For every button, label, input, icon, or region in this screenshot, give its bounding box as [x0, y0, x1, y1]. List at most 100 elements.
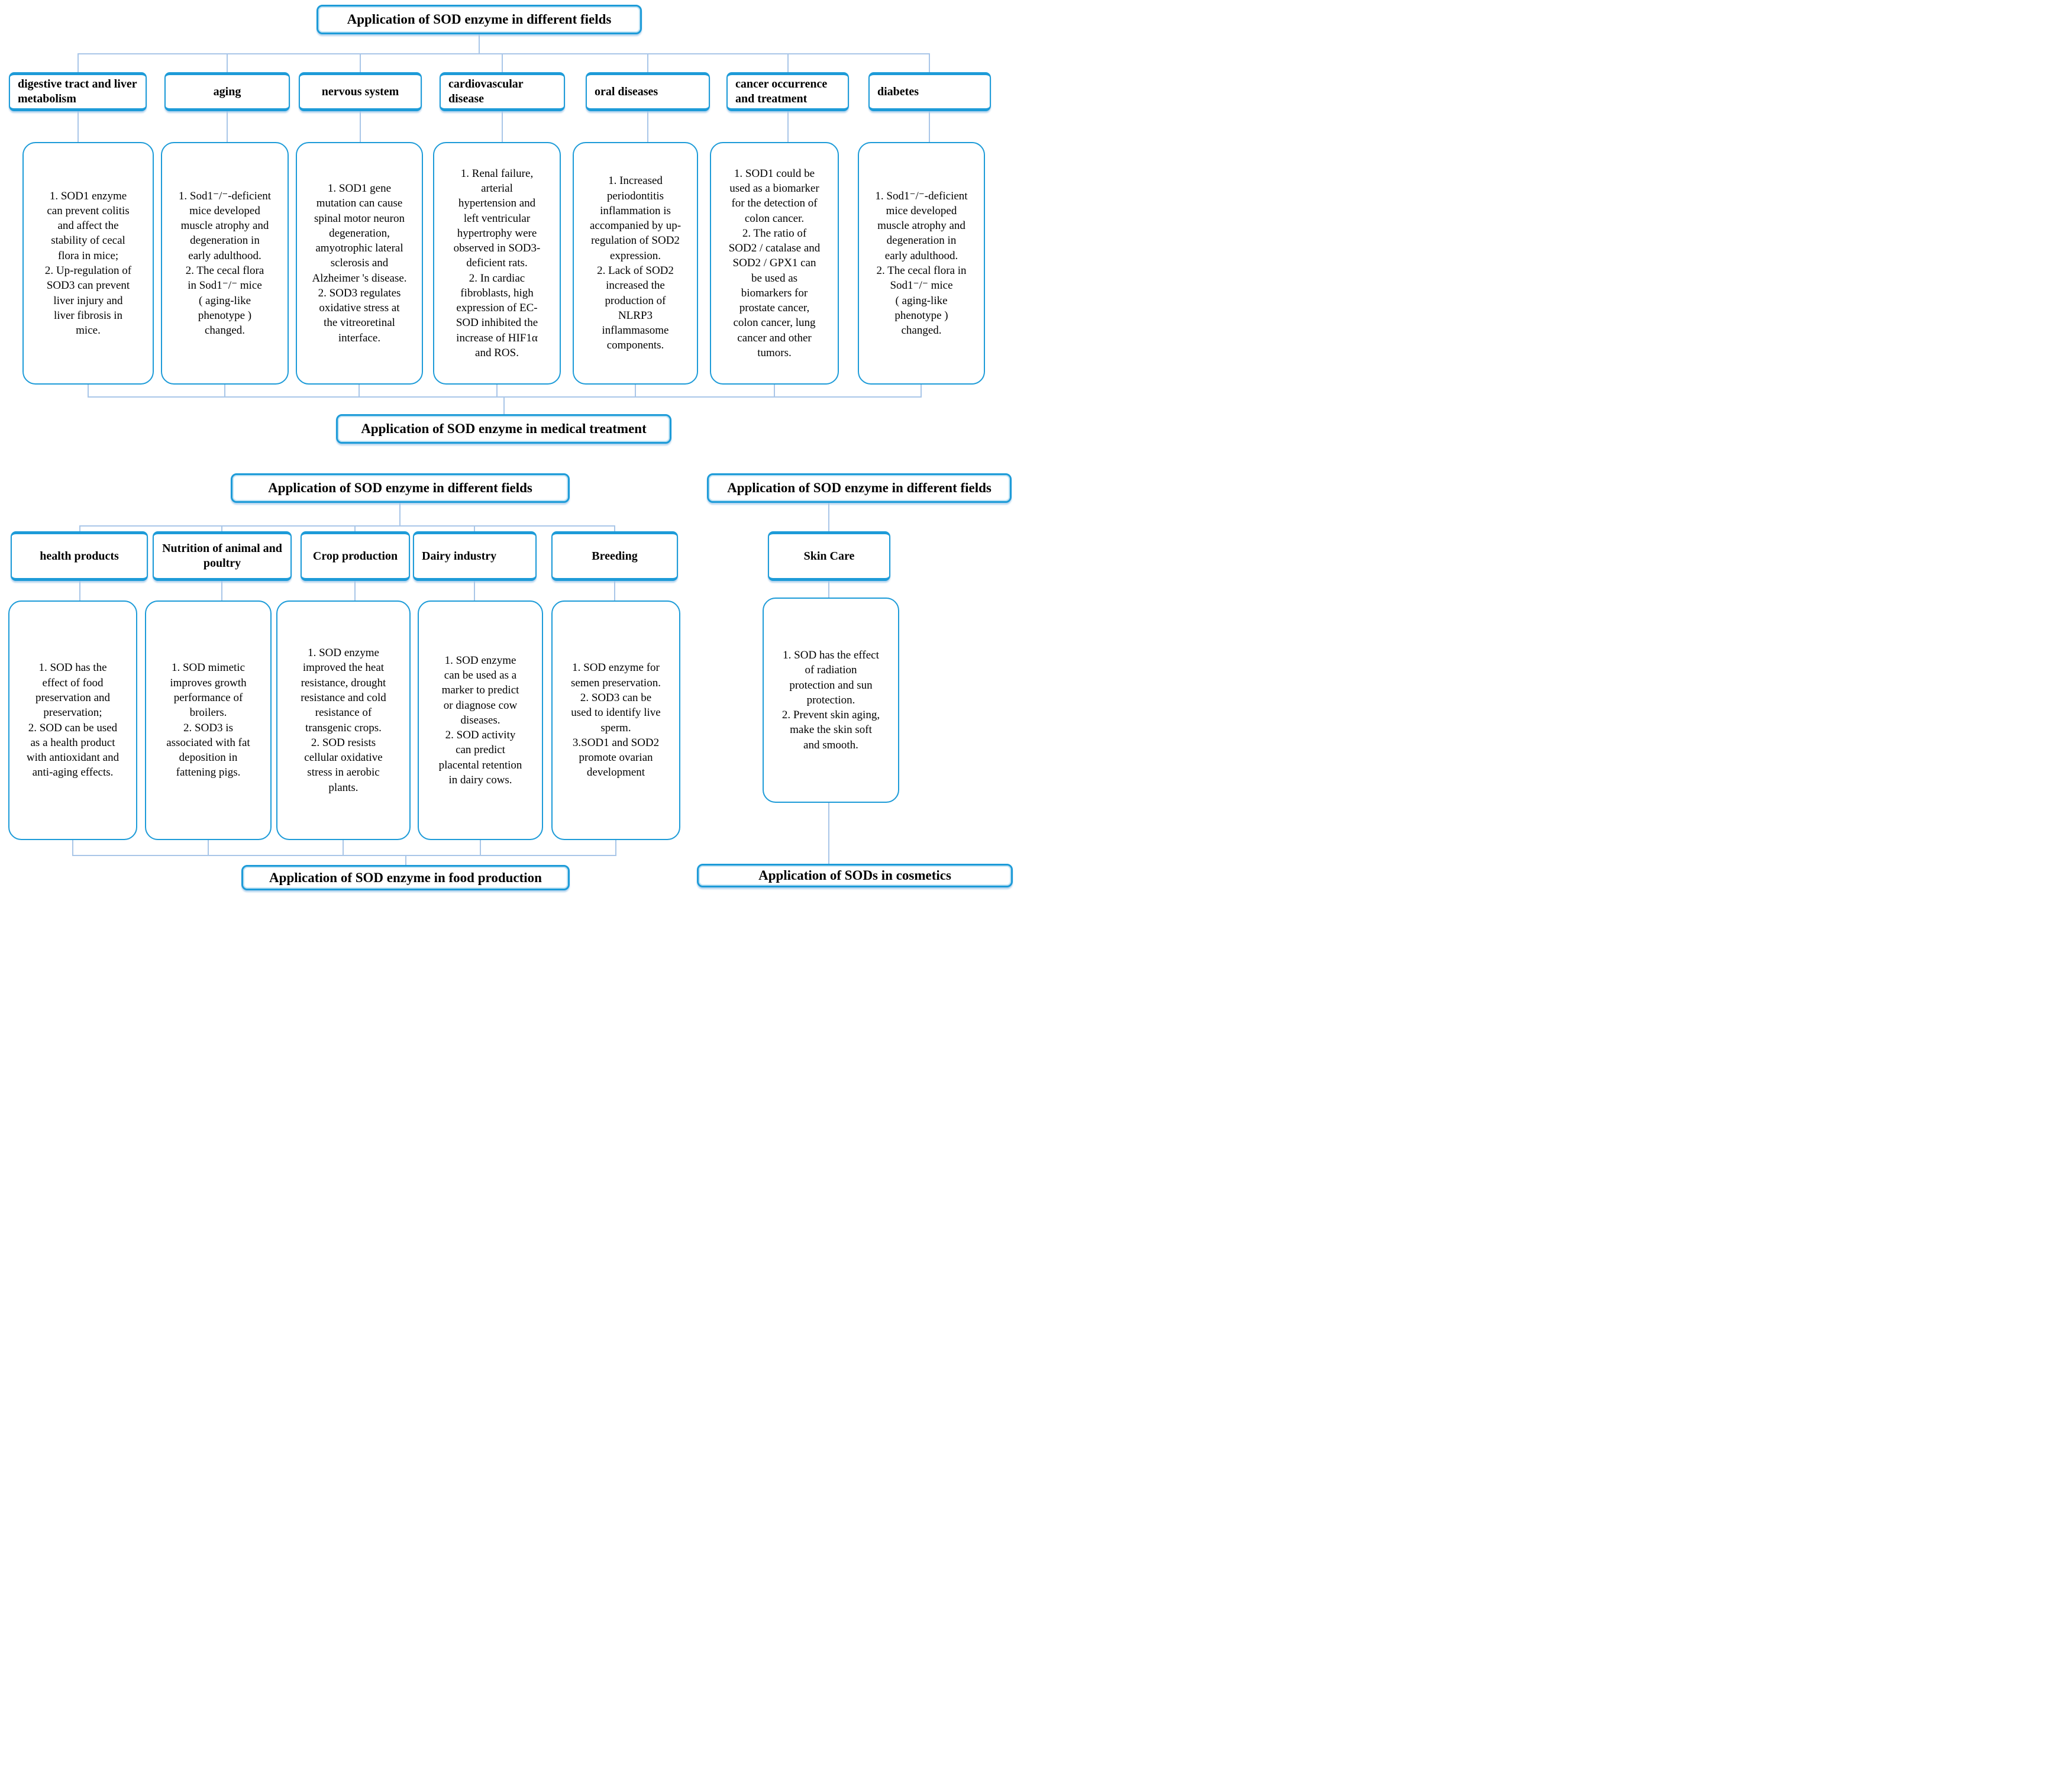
connector-line — [79, 525, 615, 527]
connector-line — [474, 525, 475, 531]
cosmetics-summary-title: Application of SODs in cosmetics — [758, 868, 951, 883]
branch-header-digestive-tract: digestive tract and liver metabolism — [9, 72, 147, 111]
connector-line — [635, 385, 636, 396]
branch-header-label: nervous system — [321, 85, 399, 98]
branch-header-label: Nutrition of animal and poultry — [162, 542, 282, 570]
branch-content-text: 1. SOD1 enzyme can prevent colitis and a… — [44, 189, 132, 337]
branch-header-nervous-system: nervous system — [299, 72, 422, 111]
branch-content-breeding: 1. SOD enzyme for semen preservation. 2.… — [551, 600, 680, 840]
branch-content-dairy-industry: 1. SOD enzyme can be used as a marker to… — [418, 600, 543, 840]
food-root-title: Application of SOD enzyme in different f… — [268, 480, 532, 495]
medical-summary-box: Application of SOD enzyme in medical tre… — [336, 414, 671, 444]
branch-header-label: Skin Care — [803, 549, 855, 563]
connector-line — [224, 385, 225, 396]
connector-line — [88, 385, 89, 396]
connector-line — [929, 53, 930, 72]
connector-line — [227, 111, 228, 142]
branch-header-label: Crop production — [312, 549, 398, 563]
branch-content-text: 1. SOD has the effect of food preservati… — [26, 661, 120, 779]
connector-line — [615, 840, 616, 855]
branch-content-health-products: 1. SOD has the effect of food preservati… — [8, 600, 137, 840]
branch-content-digestive-tract: 1. SOD1 enzyme can prevent colitis and a… — [22, 142, 154, 385]
branch-header-aging: aging — [164, 72, 290, 111]
branch-header-cardiovascular: cardiovascular disease — [440, 72, 565, 111]
connector-line — [77, 111, 79, 142]
branch-header-dairy-industry: Dairy industry — [413, 531, 537, 581]
food-summary-box: Application of SOD enzyme in food produc… — [241, 865, 570, 890]
branch-header-cancer: cancer occurrence and treatment — [726, 72, 849, 111]
medical-root-title-box: Application of SOD enzyme in different f… — [317, 5, 642, 34]
connector-line — [360, 111, 361, 142]
connector-line — [502, 53, 503, 72]
branch-content-skin-care: 1. SOD has the effect of radiation prote… — [763, 598, 899, 803]
connector-line — [647, 111, 648, 142]
sod-application-flowchart: Application of SOD enzyme in different f… — [0, 0, 1027, 896]
branch-header-label: diabetes — [877, 85, 919, 98]
connector-line — [360, 53, 361, 72]
branch-content-cardiovascular: 1. Renal failure, arterial hypertension … — [433, 142, 561, 385]
connector-line — [787, 111, 789, 142]
branch-content-diabetes: 1. Sod1⁻/⁻-deficient mice developed musc… — [858, 142, 985, 385]
connector-line — [354, 581, 356, 600]
connector-line — [359, 385, 360, 396]
branch-header-label: cancer occurrence and treatment — [735, 78, 828, 105]
branch-header-label: oral diseases — [595, 85, 658, 98]
branch-content-animal-nutrition: 1. SOD mimetic improves growth performan… — [145, 600, 272, 840]
food-summary-title: Application of SOD enzyme in food produc… — [269, 870, 542, 885]
branch-content-text: 1. Sod1⁻/⁻-deficient mice developed musc… — [875, 189, 968, 337]
branch-content-aging: 1. Sod1⁻/⁻-deficient mice developed musc… — [161, 142, 289, 385]
connector-line — [221, 525, 222, 531]
branch-header-animal-nutrition: Nutrition of animal and poultry — [153, 531, 292, 581]
connector-line — [208, 840, 209, 855]
connector-line — [479, 34, 480, 53]
connector-line — [647, 53, 648, 72]
branch-content-text: 1. SOD has the effect of radiation prote… — [781, 649, 880, 751]
connector-line — [72, 840, 73, 855]
food-root-title-box: Application of SOD enzyme in different f… — [231, 473, 570, 503]
connector-line — [496, 385, 498, 396]
connector-line — [343, 840, 344, 855]
branch-header-label: digestive tract and liver metabolism — [18, 78, 137, 105]
cosmetics-summary-box: Application of SODs in cosmetics — [697, 864, 1013, 887]
connector-line — [221, 581, 222, 600]
connector-line — [79, 581, 80, 600]
connector-line — [828, 581, 829, 598]
branch-header-health-products: health products — [11, 531, 148, 581]
branch-header-label: aging — [213, 85, 241, 98]
branch-header-crop-production: Crop production — [301, 531, 410, 581]
branch-header-oral-diseases: oral diseases — [586, 72, 710, 111]
connector-line — [480, 840, 481, 855]
branch-content-cancer: 1. SOD1 could be used as a biomarker for… — [710, 142, 839, 385]
branch-header-skin-care: Skin Care — [768, 531, 890, 581]
medical-summary-title: Application of SOD enzyme in medical tre… — [361, 421, 647, 436]
branch-header-diabetes: diabetes — [868, 72, 991, 111]
connector-line — [774, 385, 775, 396]
connector-line — [77, 53, 930, 54]
connector-line — [72, 855, 616, 856]
branch-content-text: 1. Renal failure, arterial hypertension … — [453, 167, 541, 359]
branch-content-text: 1. SOD1 gene mutation can cause spinal m… — [312, 182, 407, 344]
branch-content-nervous-system: 1. SOD1 gene mutation can cause spinal m… — [296, 142, 423, 385]
connector-line — [614, 525, 615, 531]
connector-line — [405, 855, 406, 865]
cosmetics-root-title: Application of SOD enzyme in different f… — [727, 480, 992, 495]
branch-header-label: cardiovascular disease — [448, 78, 524, 105]
branch-content-text: 1. SOD enzyme for semen preservation. 2.… — [571, 661, 661, 779]
branch-content-text: 1. SOD enzyme improved the heat resistan… — [301, 647, 386, 794]
branch-header-label: Dairy industry — [422, 549, 497, 563]
connector-line — [77, 53, 79, 72]
branch-header-label: Breeding — [592, 549, 638, 563]
connector-line — [502, 111, 503, 142]
connector-line — [354, 525, 356, 531]
connector-line — [227, 53, 228, 72]
connector-line — [503, 396, 505, 414]
connector-line — [929, 111, 930, 142]
connector-line — [79, 525, 80, 531]
connector-line — [614, 581, 615, 600]
branch-content-crop-production: 1. SOD enzyme improved the heat resistan… — [276, 600, 411, 840]
branch-header-label: health products — [40, 549, 119, 563]
branch-content-text: 1. SOD mimetic improves growth performan… — [166, 661, 250, 779]
branch-content-text: 1. SOD1 could be used as a biomarker for… — [728, 167, 821, 359]
branch-content-text: 1. Increased periodontitis inflammation … — [589, 175, 682, 352]
connector-line — [474, 581, 475, 600]
